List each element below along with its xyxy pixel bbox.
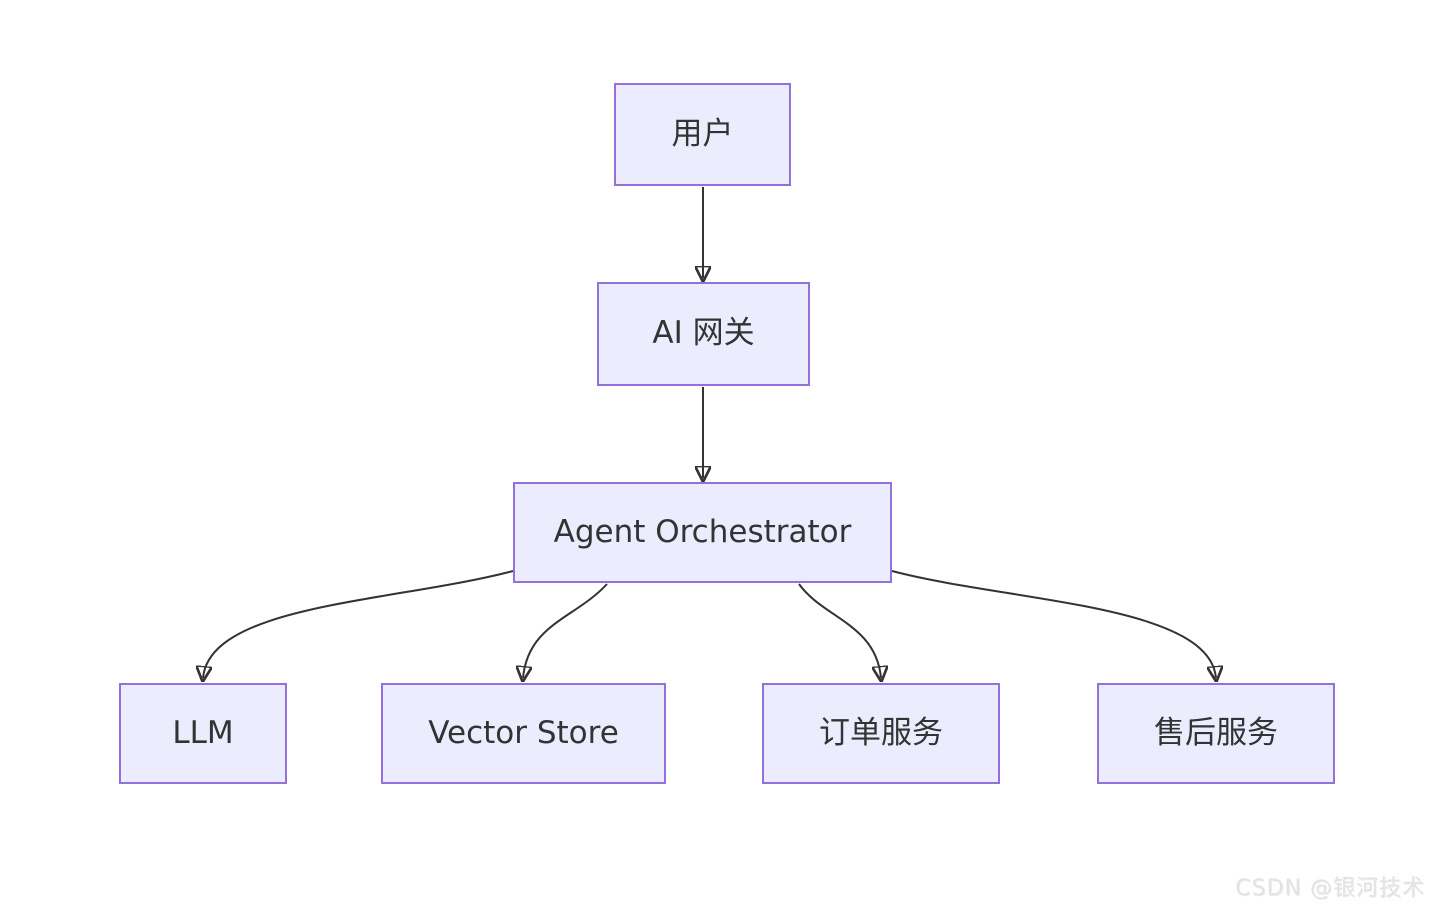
- node-agent-orchestrator: Agent Orchestrator: [513, 482, 892, 583]
- node-ai-gateway: AI 网关: [597, 282, 810, 386]
- watermark-text: CSDN @银河技术: [1235, 876, 1425, 901]
- node-llm: LLM: [119, 683, 287, 784]
- node-agent-orchestrator-label: Agent Orchestrator: [553, 513, 852, 550]
- node-llm-label: LLM: [172, 714, 234, 751]
- edge-orchestrator-to-vector-store: [523, 583, 608, 678]
- node-aftersales-service-label: 售后服务: [1154, 714, 1278, 751]
- edge-orchestrator-to-order-service: [798, 583, 881, 678]
- node-order-service-label: 订单服务: [819, 714, 943, 751]
- node-ai-gateway-label: AI 网关: [652, 315, 755, 352]
- node-user: 用户: [614, 83, 791, 186]
- node-order-service: 订单服务: [762, 683, 1000, 784]
- edge-orchestrator-to-aftersales-service: [891, 570, 1216, 678]
- node-aftersales-service: 售后服务: [1097, 683, 1335, 784]
- node-user-label: 用户: [671, 115, 734, 152]
- edge-orchestrator-to-llm: [203, 570, 514, 678]
- node-vector-store-label: Vector Store: [428, 714, 619, 751]
- node-vector-store: Vector Store: [381, 683, 666, 784]
